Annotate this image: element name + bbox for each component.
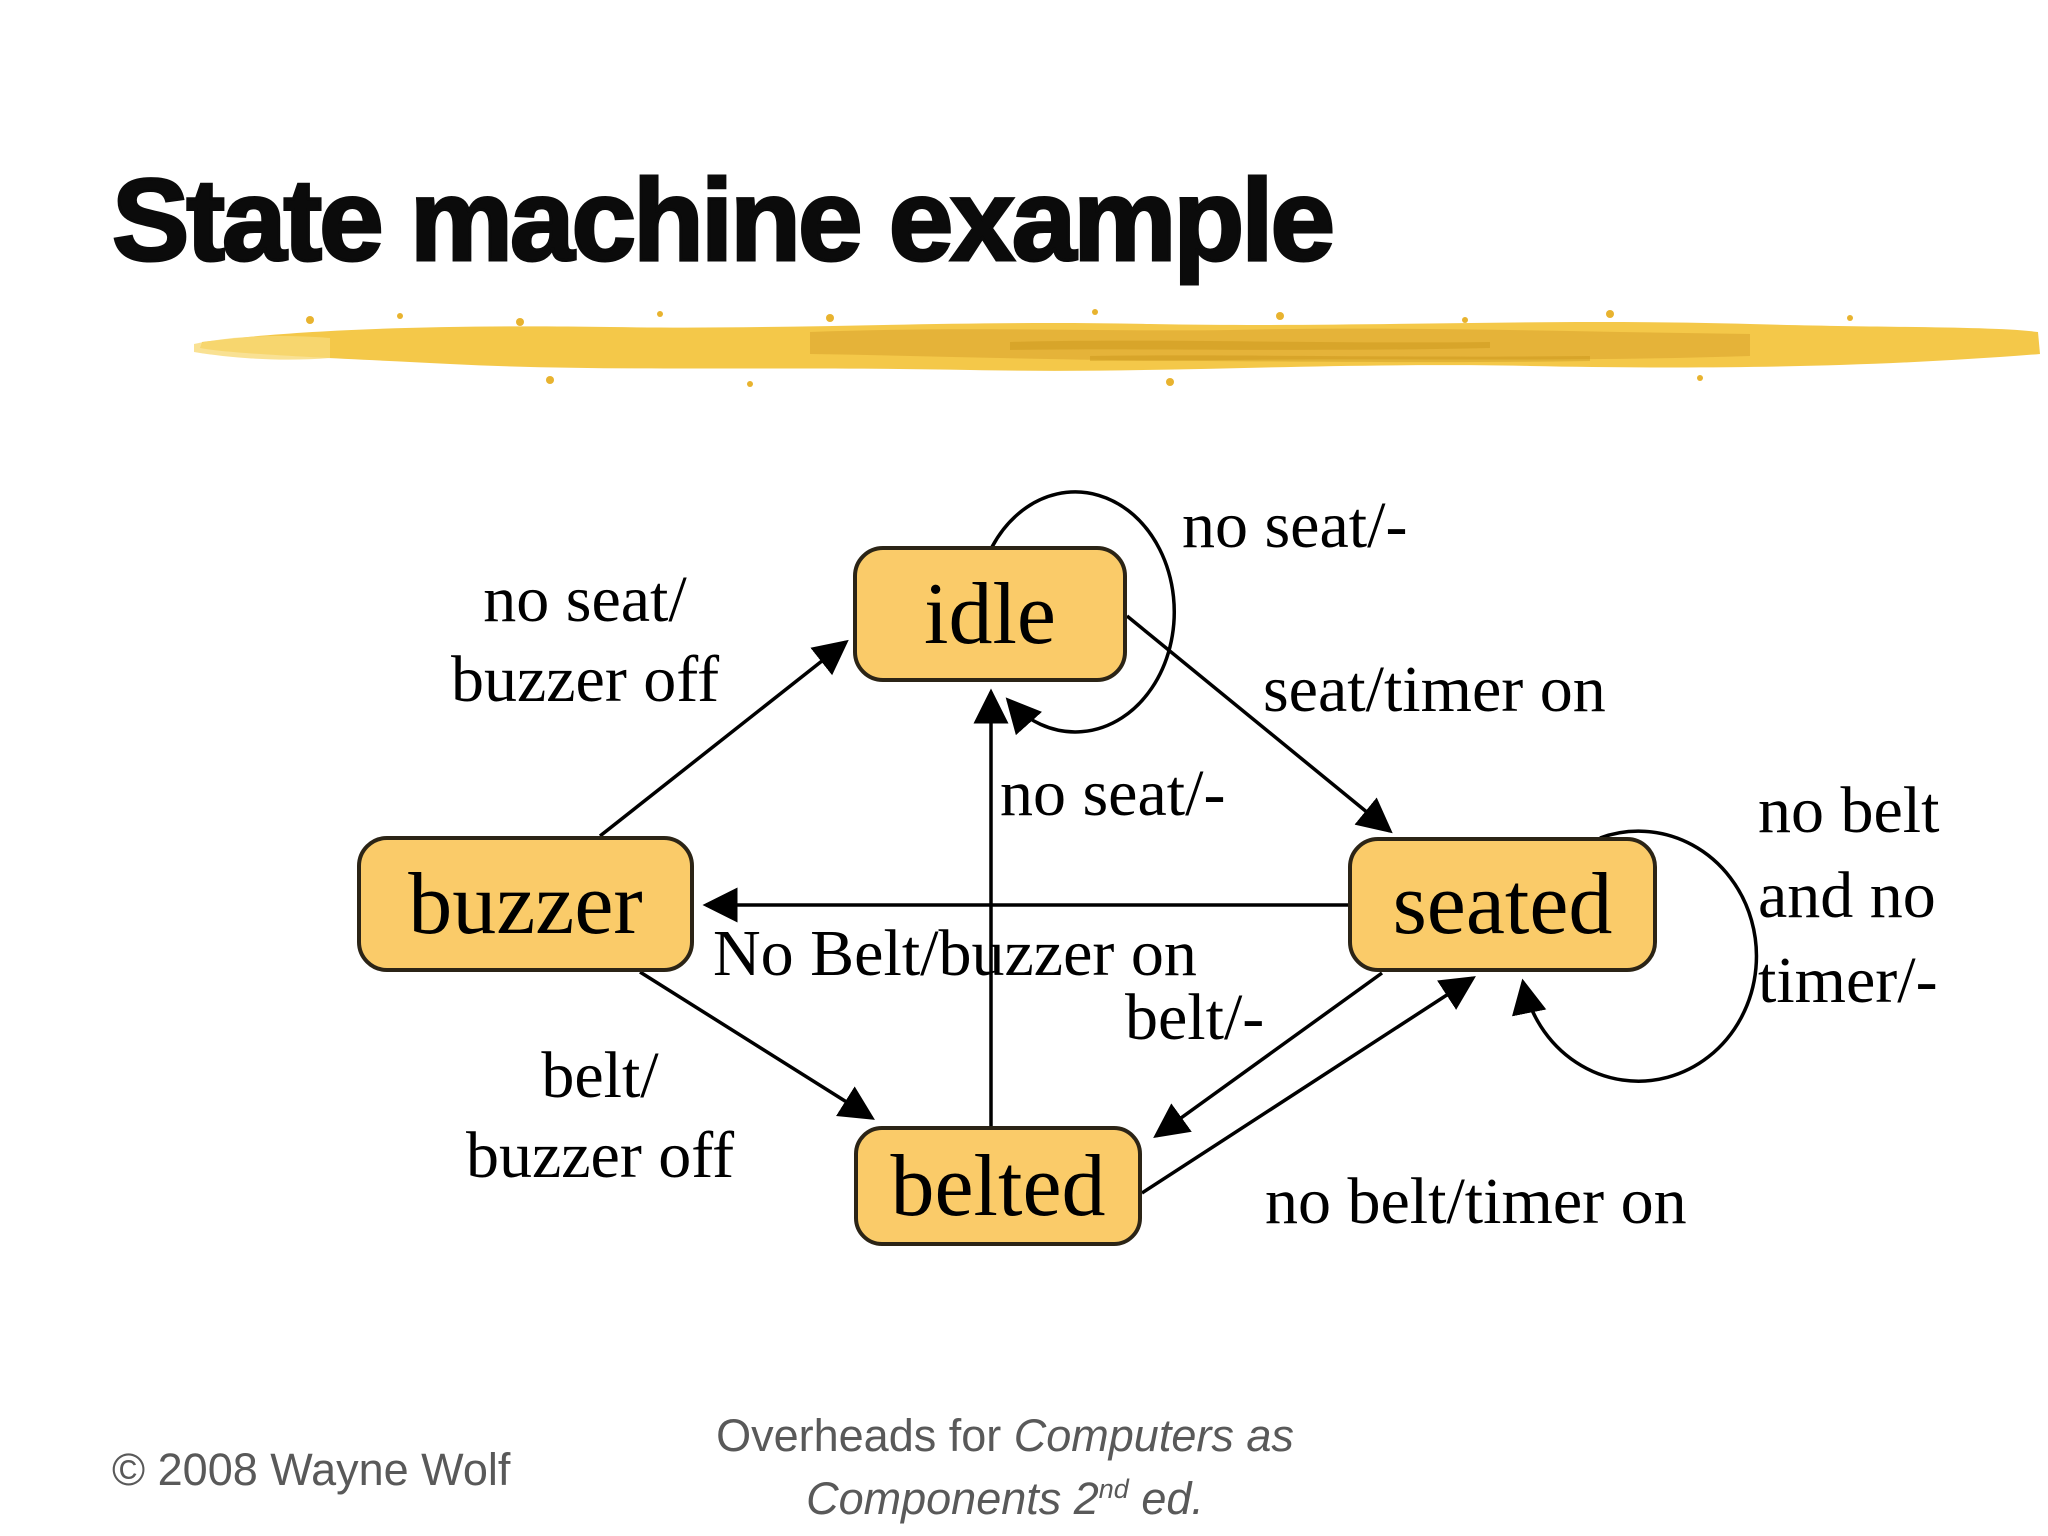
state-idle-label: idle — [924, 565, 1056, 663]
footer-edition-superscript: nd — [1098, 1474, 1129, 1504]
title-underline-brush — [194, 309, 2040, 387]
label-buzzer-to-idle: no seat/ buzzer off — [430, 560, 740, 720]
label-line: no seat/- — [1000, 757, 1226, 830]
label-line: timer/- — [1758, 944, 1938, 1017]
state-buzzer: buzzer — [357, 836, 694, 972]
transition-seated-self-loop — [1512, 829, 1759, 1083]
brush-dark-streak-2 — [1010, 340, 1590, 363]
label-idle-to-seated: seat/timer on — [1263, 650, 1606, 730]
footer-attribution-prefix: Overheads for — [716, 1410, 1014, 1461]
label-line: no belt/timer on — [1265, 1165, 1687, 1238]
state-buzzer-label: buzzer — [408, 855, 643, 953]
transition-seated-to-belted — [1153, 971, 1384, 1139]
transition-idle-self-loop — [990, 490, 1176, 736]
label-belted-to-idle: no seat/- — [1000, 754, 1225, 834]
label-seated-to-buzzer: No Belt/buzzer on — [713, 914, 1197, 994]
label-line: belt/- — [1125, 981, 1265, 1054]
footer-book-title-part1: Computers as — [1013, 1410, 1294, 1461]
label-line: buzzer off — [450, 643, 720, 716]
state-seated-label: seated — [1392, 856, 1613, 953]
label-line: and no — [1758, 859, 1936, 932]
footer-edition-suffix: ed. — [1128, 1473, 1204, 1524]
footer-attribution: Overheads for Computers as Components 2n… — [716, 1404, 1294, 1530]
transition-buzzer-to-belted — [639, 970, 875, 1120]
label-idle-self-loop: no seat/- — [1182, 486, 1407, 566]
transition-belted-to-seated — [1141, 976, 1476, 1195]
label-line: no seat/ — [483, 563, 687, 636]
brush-light-tail — [194, 336, 330, 360]
footer-book-title-part2: Components 2 — [806, 1473, 1099, 1524]
label-seated-self-loop: no belt and no timer/- — [1758, 768, 1939, 1023]
label-line: seat/timer on — [1263, 653, 1606, 726]
label-belted-to-seated: no belt/timer on — [1265, 1162, 1687, 1242]
brush-speckles — [306, 309, 1853, 387]
label-seated-to-belted: belt/- — [1125, 978, 1264, 1058]
footer-copyright: © 2008 Wayne Wolf — [112, 1444, 511, 1495]
slide-title: State machine example — [110, 155, 1336, 285]
transition-idle-to-seated — [1125, 614, 1393, 834]
state-belted: belted — [854, 1126, 1142, 1246]
label-line: no belt — [1758, 774, 1940, 847]
label-line: no seat/- — [1182, 489, 1408, 562]
state-belted-label: belted — [890, 1137, 1106, 1235]
label-line: buzzer off — [465, 1119, 735, 1192]
label-line: No Belt/buzzer on — [713, 917, 1197, 990]
state-idle: idle — [853, 546, 1127, 682]
transition-buzzer-to-idle — [598, 639, 849, 838]
state-seated: seated — [1348, 837, 1657, 972]
brush-dark-streak — [810, 328, 1750, 361]
label-buzzer-to-belted: belt/ buzzer off — [450, 1036, 750, 1196]
label-line: belt/ — [541, 1039, 659, 1112]
